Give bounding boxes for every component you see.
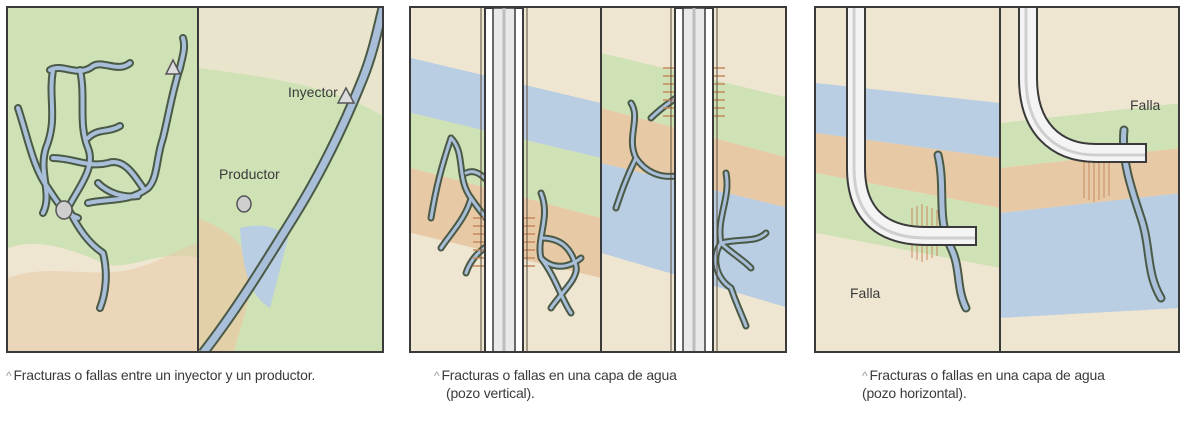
fractures-right	[612, 94, 770, 330]
caption-text: Fracturas o fallas entre un inyector y u…	[13, 367, 316, 383]
injector-producer-illustration: Inyector Productor	[8, 8, 382, 351]
caption-caret-icon: ^	[862, 369, 868, 383]
fault-label-left: Falla	[850, 285, 881, 301]
injector-label: Inyector	[288, 84, 338, 100]
caption-text-line1: Fracturas o fallas en una capa de agua	[869, 367, 1105, 383]
caption-vertical-well: ^Fracturas o fallas en una capa de agua …	[434, 367, 677, 402]
vertical-well-right	[670, 8, 718, 351]
caption-horizontal-well: ^Fracturas o fallas en una capa de agua …	[862, 367, 1105, 402]
producer-marker	[236, 195, 252, 213]
fault-label-right: Falla	[1130, 97, 1161, 113]
caption-text-line1: Fracturas o fallas en una capa de agua	[441, 367, 677, 383]
water-layer-right	[1000, 193, 1178, 318]
injector-marker	[336, 86, 356, 104]
caption-injector-producer: ^Fracturas o fallas entre un inyector y …	[6, 367, 315, 385]
caption-text-line2: (pozo horizontal).	[862, 385, 967, 401]
diagram-panel-injector-producer: Inyector Productor	[6, 6, 384, 353]
diagram-panel-vertical-well	[409, 6, 787, 353]
diagram-panel-horizontal-well: Falla Falla	[814, 6, 1180, 353]
vertical-well-illustration	[411, 8, 785, 351]
horizontal-well-illustration: Falla Falla	[816, 8, 1178, 351]
producer-marker-left	[55, 200, 73, 220]
horizontal-well-right	[1018, 8, 1147, 163]
vertical-well-left	[480, 8, 528, 351]
caption-text-line2: (pozo vertical).	[446, 385, 535, 401]
producer-label: Productor	[219, 166, 280, 182]
injector-marker-left	[164, 58, 182, 75]
green-layer	[8, 8, 198, 266]
horizontal-well-left	[846, 8, 977, 246]
caption-caret-icon: ^	[434, 369, 440, 383]
caption-caret-icon: ^	[6, 369, 12, 383]
